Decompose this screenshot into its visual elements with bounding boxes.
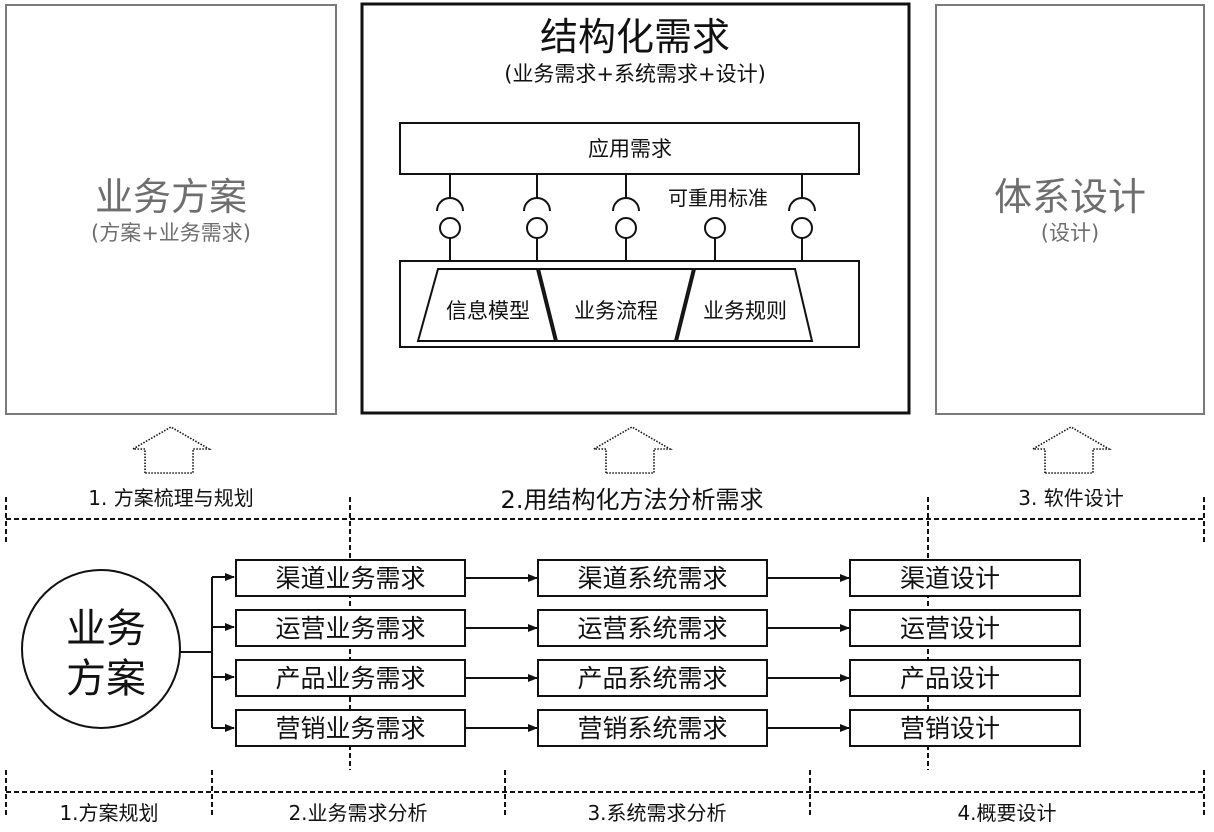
top-phase-3: 3. 软件设计 (1018, 486, 1123, 510)
requirement-row: 产品业务需求 产品系统需求 产品设计 (235, 659, 1081, 697)
business-requirement-box (235, 609, 466, 647)
business-requirement-box (235, 559, 466, 597)
business-requirement-label: 产品业务需求 (275, 664, 425, 693)
business-requirement-label: 运营业务需求 (275, 614, 425, 643)
interface-socket-icon (523, 175, 551, 261)
requirement-row: 渠道业务需求 渠道系统需求 渠道设计 (235, 559, 1081, 597)
requirement-rows: 渠道业务需求渠道系统需求渠道设计运营业务需求运营系统需求运营设计产品业务需求产品… (235, 559, 1081, 747)
system-requirement-box (537, 709, 768, 747)
business-plan-node-line1: 业务 (66, 606, 146, 652)
structured-requirements-panel: 结构化需求 (业务需求+系统需求+设计) 应用需求 (360, 2, 911, 415)
dotted-up-arrow-icon (591, 426, 673, 474)
app-requirements-label: 应用需求 (588, 137, 672, 161)
business-plan-subtitle: (方案+业务需求) (91, 221, 251, 245)
interface-socket-icon (788, 175, 816, 261)
business-requirement-label: 渠道业务需求 (275, 564, 425, 593)
business-plan-node-line2: 方案 (66, 656, 146, 702)
interface-socket-icon (612, 175, 640, 261)
app-requirements-box (399, 122, 860, 175)
requirement-row: 运营业务需求 运营系统需求 运营设计 (235, 609, 1081, 647)
business-requirement-box (235, 659, 466, 697)
system-requirement-box (537, 659, 768, 697)
system-requirement-label: 产品系统需求 (577, 664, 727, 693)
business-plan-circle (21, 569, 181, 729)
bottom-phase-4: 4.概要设计 (957, 801, 1056, 825)
business-rules-shape (675, 268, 814, 342)
design-item-label: 营销设计 (900, 714, 1000, 743)
requirement-row: 营销业务需求 营销系统需求 营销设计 (235, 709, 1081, 747)
business-plan-panel-box (5, 4, 337, 415)
design-item-label: 运营设计 (900, 614, 1000, 643)
bottom-phase-1: 1.方案规划 (59, 801, 158, 825)
structured-requirements-title: 结构化需求 (540, 15, 730, 59)
info-model-shape (416, 268, 557, 342)
component-business-rules: 业务规则 (703, 299, 787, 323)
system-requirement-label: 运营系统需求 (577, 614, 727, 643)
architecture-design-subtitle: (设计) (1041, 221, 1099, 245)
business-requirement-label: 营销业务需求 (275, 714, 425, 743)
design-item-box (849, 609, 1081, 647)
architecture-design-title: 体系设计 (994, 175, 1146, 219)
top-phase-1: 1. 方案梳理与规划 (88, 486, 253, 510)
interface-connectors (436, 174, 816, 261)
architecture-design-panel-box (935, 4, 1205, 415)
interface-socket-icon (436, 174, 464, 261)
design-item-box (849, 559, 1081, 597)
bottom-phase-3: 3.系统需求分析 (587, 801, 726, 825)
bottom-phase-2: 2.业务需求分析 (288, 801, 427, 825)
reusable-standard-label: 可重用标准 (668, 186, 768, 210)
dotted-up-arrow-icon (130, 426, 212, 474)
design-item-box (849, 709, 1081, 747)
dotted-up-arrow-icon (1030, 426, 1112, 474)
system-requirement-label: 渠道系统需求 (577, 564, 727, 593)
business-process-shape (537, 268, 695, 342)
interface-ball-icon (704, 217, 726, 261)
design-item-label: 渠道设计 (900, 564, 1000, 593)
branch-connectors (180, 573, 235, 732)
system-requirement-label: 营销系统需求 (577, 714, 727, 743)
architecture-design-panel: 体系设计 (设计) (935, 4, 1205, 415)
business-plan-title: 业务方案 (95, 175, 247, 219)
business-plan-node: 业务 方案 (21, 569, 181, 729)
component-info-model: 信息模型 (446, 299, 530, 323)
design-item-box (849, 659, 1081, 697)
structured-requirements-subtitle: (业务需求+系统需求+设计) (504, 62, 766, 86)
component-business-process: 业务流程 (574, 299, 658, 323)
design-item-label: 产品设计 (900, 664, 1000, 693)
business-plan-panel: 业务方案 (方案+业务需求) (5, 4, 337, 415)
business-requirement-box (235, 709, 466, 747)
top-phase-2: 2.用结构化方法分析需求 (501, 486, 764, 514)
